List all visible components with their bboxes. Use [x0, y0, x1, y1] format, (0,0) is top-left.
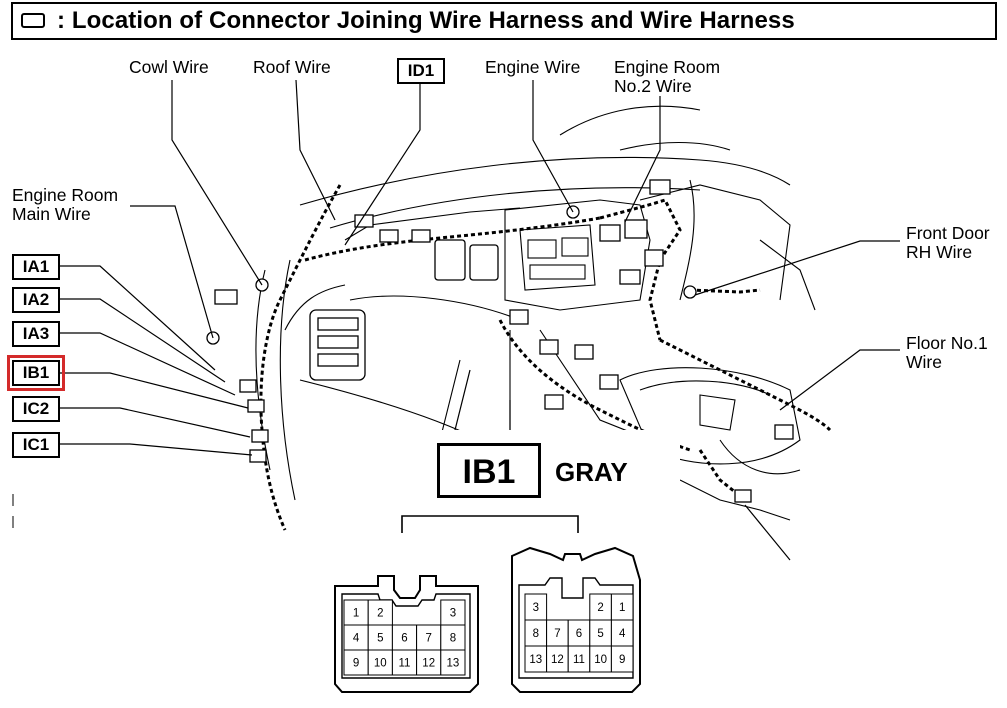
left-pin-number: 9	[353, 658, 359, 670]
connector-blobs	[206, 179, 794, 503]
connector-id-ia2: IA2	[12, 287, 60, 313]
connector-id-ic1: IC1	[12, 432, 60, 458]
left-pin-cell	[367, 649, 393, 676]
label-front-door-rh-line2: RH Wire	[906, 242, 973, 262]
left-pin-number: 7	[425, 633, 431, 645]
connector-id-ic2: IC2	[12, 396, 60, 422]
left-pin-cell	[391, 649, 418, 676]
label-floor-no1-line1: Floor No.1	[906, 333, 988, 353]
title-bar: : Location of Connector Joining Wire Har…	[11, 2, 997, 40]
leader-lines	[60, 79, 900, 561]
right-pin-number: 9	[619, 654, 625, 666]
left-pin-cell	[343, 599, 369, 626]
right-pin-number: 1	[619, 602, 625, 614]
right-pin-cell	[610, 645, 634, 673]
label-cowl-wire: Cowl Wire	[129, 57, 209, 77]
label-floor-no1-line2: Wire	[906, 352, 942, 372]
connector-id-ia1: IA1	[12, 254, 60, 280]
left-pin-number: 4	[353, 633, 360, 645]
left-pin-cell	[343, 649, 369, 676]
right-pin-number: 8	[533, 628, 539, 640]
left-pin-cell	[440, 649, 466, 676]
right-pin-number: 5	[597, 628, 603, 640]
dashboard-outline	[255, 105, 816, 521]
right-connector-pins: 3 2 1 8 7 6 5 4 13 12 11 10 9	[524, 593, 634, 673]
detail-connector-id: IB1	[437, 443, 541, 498]
detail-bracket	[401, 515, 579, 533]
right-pin-number: 4	[619, 628, 626, 640]
right-pin-number: 2	[597, 602, 603, 614]
right-pin-number: 3	[533, 602, 539, 614]
connector-id-id1: ID1	[397, 58, 445, 84]
left-pin-number: 8	[450, 633, 456, 645]
left-pin-number: 11	[399, 658, 411, 670]
label-front-door-rh-line1: Front Door	[906, 223, 990, 243]
right-pin-number: 7	[554, 628, 560, 640]
label-engine-room-main-line1: Engine Room	[12, 185, 119, 205]
label-engine-room-no2-line2: No.2 Wire	[614, 76, 692, 96]
left-pin-number: 3	[450, 608, 456, 620]
left-pin-number: 10	[374, 658, 387, 670]
right-pin-number: 13	[529, 654, 542, 666]
page-title: : Location of Connector Joining Wire Har…	[57, 7, 795, 34]
label-engine-room-no2-line1: Engine Room	[614, 57, 721, 77]
connector-box-icon	[21, 13, 45, 28]
label-engine-wire: Engine Wire	[485, 57, 581, 77]
label-roof-wire: Roof Wire	[253, 57, 331, 77]
right-pin-number: 12	[551, 654, 564, 666]
right-pin-number: 6	[576, 628, 582, 640]
left-pin-number: 6	[401, 633, 407, 645]
left-pin-number: 13	[447, 658, 460, 670]
left-pin-cell	[440, 599, 466, 626]
left-pin-number: 2	[377, 608, 383, 620]
right-pin-number: 11	[573, 654, 585, 666]
connector-id-ia3: IA3	[12, 321, 60, 347]
left-pin-cell	[416, 649, 442, 676]
left-pin-number: 12	[422, 658, 435, 670]
left-pin-number: 1	[353, 608, 359, 620]
detail-color-label: GRAY	[555, 457, 628, 487]
connector-id-ib1-highlighted: IB1	[7, 355, 65, 391]
label-engine-room-main-line2: Main Wire	[12, 204, 91, 224]
right-connector	[511, 546, 641, 693]
left-pin-number: 5	[377, 633, 383, 645]
right-pin-number: 10	[594, 654, 607, 666]
